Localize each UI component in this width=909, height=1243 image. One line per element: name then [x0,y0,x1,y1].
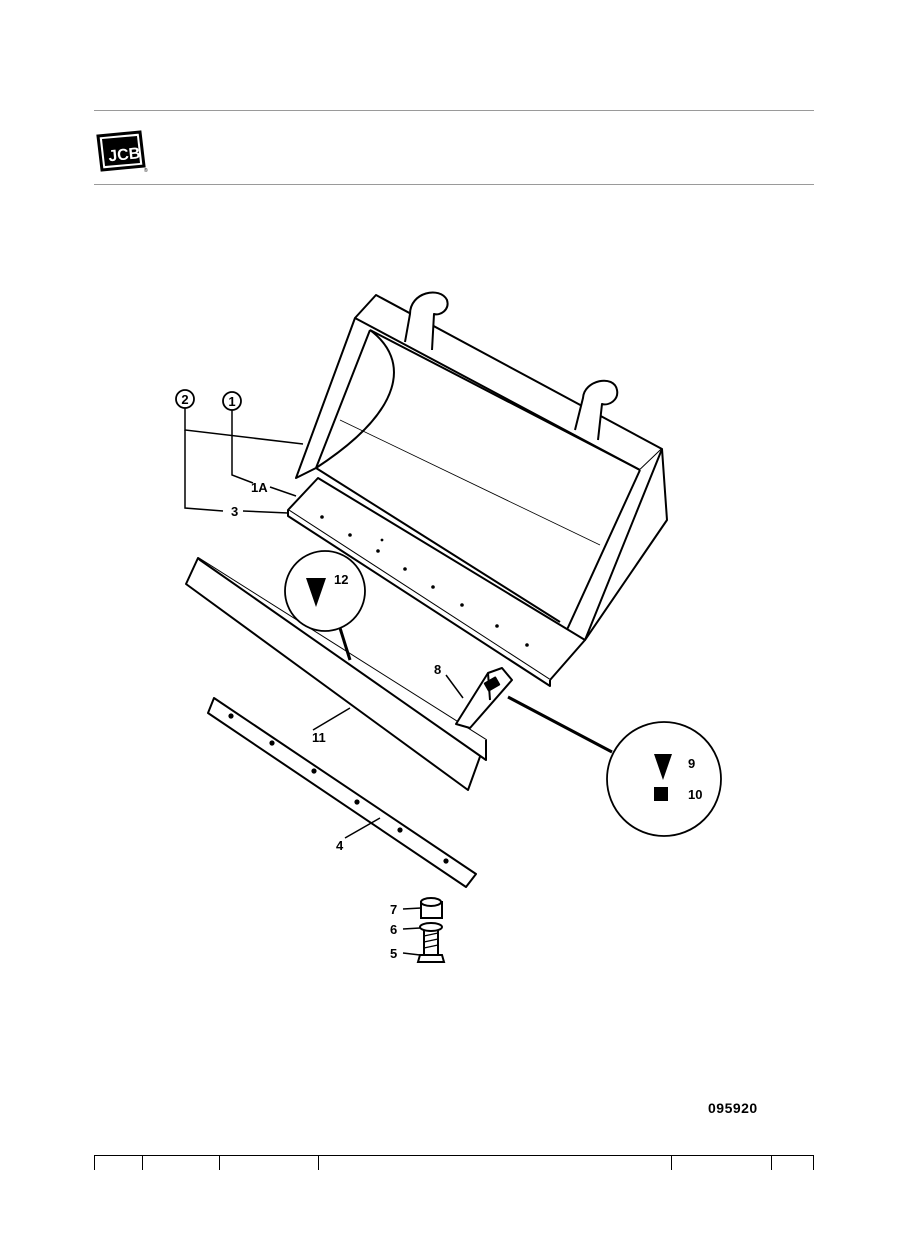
callout-8: 8 [434,662,441,677]
wear-strip-11 [185,557,487,791]
drawing-number: 095920 [708,1100,758,1116]
svg-text:®: ® [144,167,148,174]
callout-9: 9 [688,756,695,771]
callout-10: 10 [688,787,702,802]
footer-table [94,1155,814,1176]
triangle-symbol [306,578,326,607]
callout-7: 7 [390,902,397,917]
footer-cell-divider [813,1156,814,1170]
callout-1: 1 [228,394,235,409]
svg-text:JCB: JCB [108,145,142,165]
callout-11: 11 [312,730,326,745]
detail-circle-12 [284,550,366,661]
footer-cell-divider [318,1156,319,1170]
callout-1a: 1A [251,480,268,495]
callout-5: 5 [390,946,397,961]
callout-circles [175,389,242,411]
footer-cell-divider [671,1156,672,1170]
callout-6: 6 [390,922,397,937]
bolt-assembly [416,897,446,963]
tooth-8 [455,667,513,729]
callout-2: 2 [181,392,188,407]
callout-3: 3 [231,504,238,519]
leader-lines [184,408,687,956]
detail-circle-9-10 [507,695,722,837]
jcb-logo: JCB ® [96,130,148,174]
callout-4: 4 [336,838,344,853]
cutting-edge-plate [287,477,586,687]
header-top-rule [94,110,814,111]
plate-holes [320,515,529,647]
footer-cell-divider [219,1156,220,1170]
callout-12: 12 [334,572,348,587]
header-bottom-rule [94,184,814,185]
footer-cell-divider [94,1156,95,1170]
cutting-edge-4 [207,697,477,888]
triangle-symbol [654,754,672,780]
callout-labels: 2 1 1A 3 12 8 11 9 10 4 7 6 5 [181,392,702,961]
footer-cell-divider [771,1156,772,1170]
footer-cell-divider [142,1156,143,1170]
square-symbol [654,787,668,801]
